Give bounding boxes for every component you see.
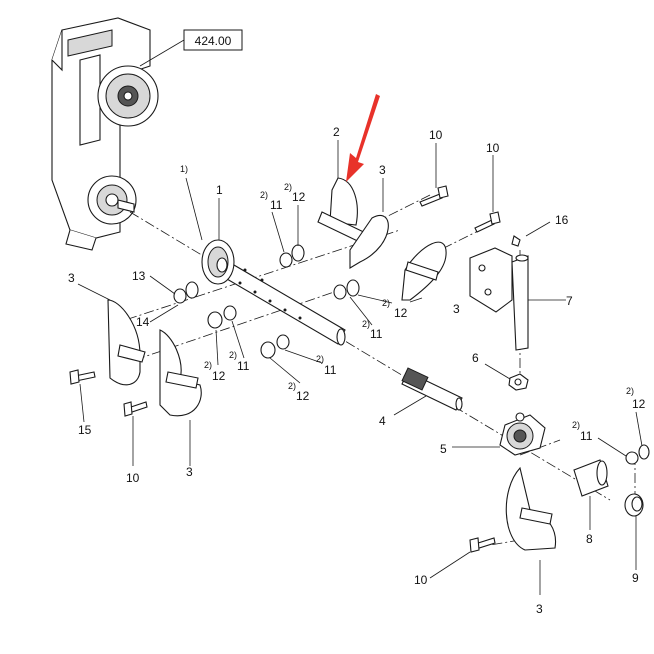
sleeve <box>573 459 609 497</box>
red-pointer-arrow-icon <box>346 94 380 182</box>
footnote-2-g: 2) <box>288 381 296 391</box>
label-7: 7 <box>566 294 573 308</box>
tine-blade-left-1 <box>107 299 146 386</box>
bolt-10d <box>469 537 496 553</box>
bolt-10a <box>419 185 449 207</box>
footnote-2-a: 2) <box>260 190 268 200</box>
label-15: 15 <box>78 423 92 437</box>
label-10-b: 10 <box>486 141 500 155</box>
label-3-right: 3 <box>453 302 460 316</box>
label-8: 8 <box>586 532 593 546</box>
gearbox-housing <box>51 17 159 251</box>
drive-shaft <box>401 367 463 411</box>
part-number-labels: 1 2 3 3 3 3 3 4 5 6 7 8 9 10 10 10 10 11… <box>68 125 646 616</box>
end-cap <box>624 493 644 517</box>
tine-blade-bottom <box>505 466 557 551</box>
label-12-c: 12 <box>212 369 226 383</box>
bearing-housing <box>499 412 546 456</box>
label-16: 16 <box>555 213 569 227</box>
label-3-left: 3 <box>68 271 75 285</box>
label-5: 5 <box>440 442 447 456</box>
label-12-b: 12 <box>394 306 408 320</box>
footnote-2-f: 2) <box>229 350 237 360</box>
label-12-a: 12 <box>292 190 306 204</box>
leader-lines <box>77 140 643 595</box>
label-11-e: 11 <box>580 429 593 443</box>
label-4: 4 <box>379 414 386 428</box>
label-11-a: 11 <box>270 198 283 212</box>
bolt-10b <box>474 211 501 233</box>
bracket <box>469 247 529 351</box>
bolt-15 <box>69 369 96 385</box>
footnote-2-i: 2) <box>572 420 580 430</box>
label-3-top: 3 <box>379 163 386 177</box>
tine-blade-left-2 <box>159 329 202 417</box>
label-10-c: 10 <box>126 471 140 485</box>
footnote-2-j: 2) <box>626 386 634 396</box>
label-12-d: 12 <box>296 389 310 403</box>
footnote-2-e: 2) <box>204 360 212 370</box>
tine-blade-2 <box>317 177 389 269</box>
label-13: 13 <box>132 269 146 283</box>
reference-box: 424.00 <box>139 29 243 67</box>
footnote-2-c: 2) <box>382 298 390 308</box>
label-2: 2 <box>333 125 340 139</box>
label-3-lower-left: 3 <box>186 465 193 479</box>
bolts <box>69 185 501 553</box>
tine-blade-upper-right <box>401 241 447 301</box>
label-10-a: 10 <box>429 128 443 142</box>
label-1: 1 <box>216 183 223 197</box>
label-11-c: 11 <box>237 359 250 373</box>
label-6: 6 <box>472 351 479 365</box>
footnote-2-d: 2) <box>362 319 370 329</box>
label-3-bottom: 3 <box>536 602 543 616</box>
reference-box-text: 424.00 <box>195 34 232 48</box>
footnote-2-h: 2) <box>316 354 324 364</box>
label-11-d: 11 <box>324 363 337 377</box>
bolt-10c <box>123 401 148 417</box>
footnote-1: 1) <box>180 164 188 174</box>
label-10-d: 10 <box>414 573 428 587</box>
label-14: 14 <box>136 315 150 329</box>
hex-nut <box>508 373 529 391</box>
footnote-2-b: 2) <box>284 182 292 192</box>
label-9: 9 <box>632 571 639 585</box>
label-12-e: 12 <box>632 397 646 411</box>
nuts-and-washers <box>173 244 650 465</box>
label-11-b: 11 <box>370 327 383 341</box>
main-shaft-tube <box>201 239 346 346</box>
grease-nipple <box>511 235 521 247</box>
footnote-marks: 1) 2) 2) 2) 2) 2) 2) 2) 2) 2) <box>180 164 580 430</box>
